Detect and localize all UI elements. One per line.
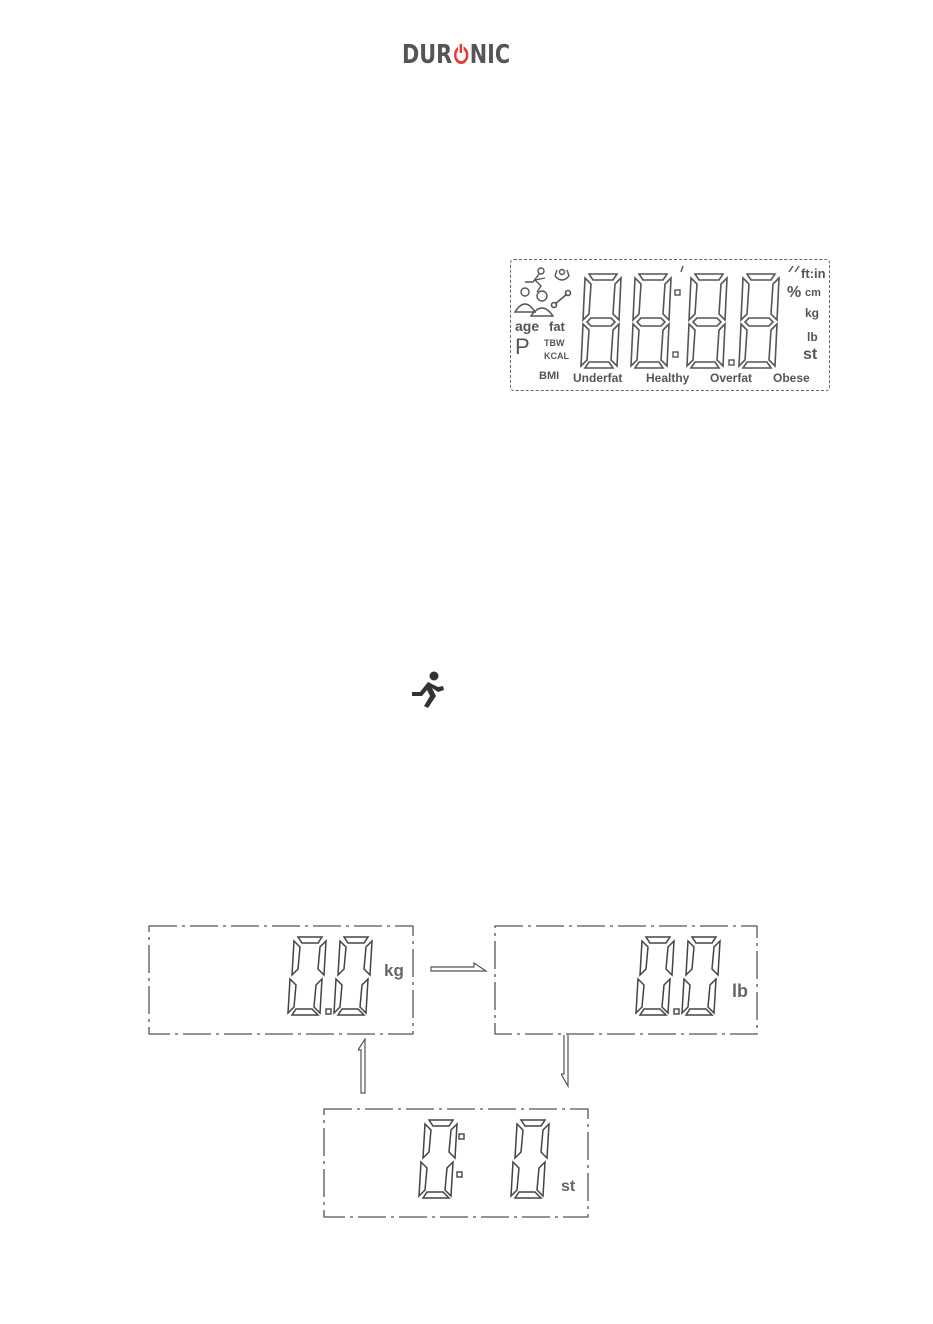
scale-overfat: Overfat: [710, 371, 752, 385]
unit-percent: %: [787, 284, 801, 302]
lb-digit-int: [636, 937, 674, 1015]
label-fat: fat: [549, 319, 565, 334]
kg-digit-dec: [334, 937, 372, 1015]
unit-cm: cm: [805, 287, 821, 299]
kg-decimal-point: [326, 1009, 331, 1014]
lb-digit-dec: [682, 937, 720, 1015]
scale-obese: Obese: [773, 371, 810, 385]
lcd-separators: [673, 266, 799, 365]
display-lb-frame: [494, 925, 758, 1035]
unit-lb: lb: [807, 330, 818, 344]
unit-st: st: [803, 346, 817, 364]
display-st-frame: [323, 1108, 589, 1218]
power-icon: [454, 46, 468, 64]
st-digit-right: [511, 1120, 549, 1198]
brand-logo: DUR NIC: [402, 40, 510, 70]
display-lb: lb: [494, 925, 758, 1035]
lcd-full-diagram: age fat P TBW KCAL BMI ft:in % cm kg lb …: [510, 259, 830, 391]
arrow-right-icon: [430, 962, 488, 976]
label-p: P: [515, 334, 530, 360]
display-kg-frame: [148, 925, 414, 1035]
arrow-down-icon: [561, 1034, 575, 1088]
arrow-up-icon: [358, 1038, 370, 1094]
lb-unit-label: lb: [732, 981, 748, 1002]
display-st: st: [323, 1108, 589, 1218]
st-unit-label: st: [561, 1178, 575, 1196]
display-kg: kg: [148, 925, 414, 1035]
user-icon: [515, 288, 553, 316]
st-colon-top: [459, 1134, 464, 1139]
brand-text-left: DUR: [402, 40, 452, 70]
muscle-icon: [555, 270, 569, 281]
st-colon-bottom: [457, 1172, 462, 1177]
brand-text-right: NIC: [470, 40, 510, 70]
scale-underfat: Underfat: [573, 371, 622, 385]
label-kcal: KCAL: [544, 351, 569, 361]
lcd-digit-3: [687, 274, 727, 368]
kg-unit-label: kg: [384, 961, 404, 981]
bone-icon: [552, 291, 571, 308]
lcd-digit-1: [581, 274, 621, 368]
runner-icon: [408, 670, 448, 710]
label-bmi: BMI: [539, 370, 559, 382]
scale-healthy: Healthy: [646, 371, 689, 385]
label-tbw: TBW: [544, 338, 565, 348]
label-age: age: [515, 318, 539, 334]
st-digit-left: [419, 1120, 457, 1198]
lcd-digit-4: [739, 274, 779, 368]
kg-digit-int: [288, 937, 326, 1015]
unit-ftin: ft:in: [801, 266, 826, 281]
unit-kg: kg: [805, 306, 819, 320]
lb-decimal-point: [674, 1009, 679, 1014]
lcd-digit-2: [631, 274, 671, 368]
